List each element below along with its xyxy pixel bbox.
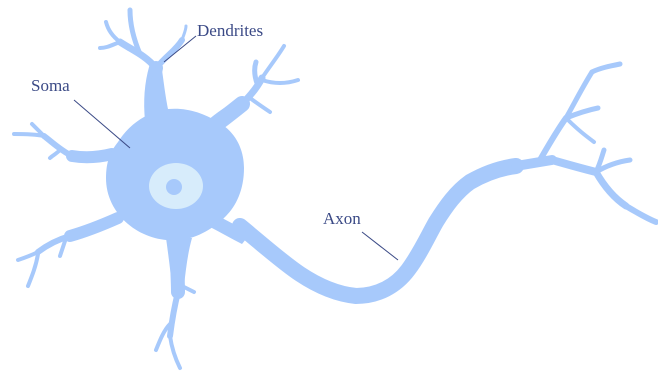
dendrite-upper-right-b [255, 62, 258, 86]
axon-terminal-upper [540, 118, 566, 160]
dendrite-bottom-a-twig-a [170, 336, 180, 368]
axon-leader-line [362, 232, 398, 260]
axon-branch [516, 160, 552, 166]
dendrite-top-left-twig-b [100, 42, 120, 48]
nucleolus [166, 179, 182, 195]
axon-label: Axon [323, 209, 361, 228]
dendrite-lower-left-b [28, 254, 38, 286]
axon-terminal-upper-c [566, 118, 594, 142]
neuron [14, 10, 656, 368]
dendrite-left-b [50, 150, 60, 158]
dendrite-left [72, 154, 112, 157]
axon-main [240, 166, 516, 296]
axon-terminal-upper-a-twig [592, 64, 620, 72]
dendrite-bottom-a [170, 292, 178, 336]
dendrite-top-right-twig [182, 26, 186, 40]
axon [240, 64, 656, 296]
dendrite-lower-left [70, 218, 118, 236]
dendrite-upper-right-a-twig [262, 46, 284, 78]
axon-terminal-lower [596, 172, 626, 206]
dendrite-top-right [158, 40, 182, 66]
dendrite-upper-right-d [250, 98, 270, 112]
dendrite-upper-right-c [262, 80, 298, 83]
soma-label: Soma [31, 76, 70, 95]
soma-bottom-neck [166, 238, 192, 286]
axon-terminal-mid [552, 160, 596, 172]
soma-leader-line [74, 100, 130, 148]
dendrite-top-left-twig-a [106, 22, 120, 42]
axon-terminal-lower-a [626, 206, 656, 222]
dendrites-label: Dendrites [197, 21, 263, 40]
